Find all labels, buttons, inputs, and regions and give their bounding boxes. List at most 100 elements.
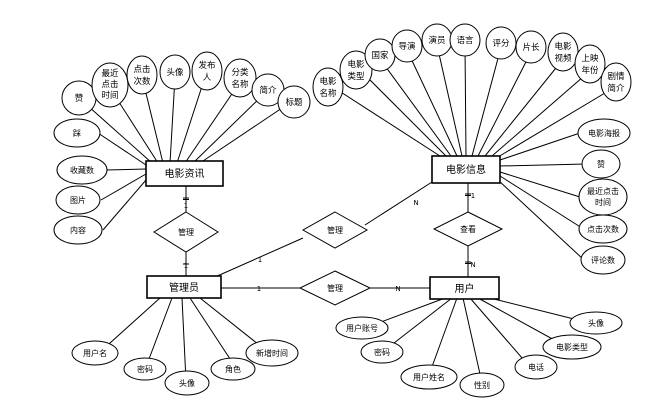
attr-user-account: 用户账号 [335,316,389,340]
svg-text:剧情: 剧情 [607,71,625,82]
attr-admin-password: 密码 [123,357,167,381]
svg-text:人: 人 [203,73,212,83]
attr-news-publisher: 发布 人 [191,51,223,91]
relation-admin-movie-label: 管理 [327,225,343,235]
attr-user-phone: 电话 [514,354,558,380]
attr-movie-click-count: 点击次数 [578,214,628,244]
entity-user-label: 用户 [455,282,475,295]
svg-text:简介: 简介 [259,85,277,96]
svg-text:踩: 踩 [73,128,81,138]
svg-text:分类: 分类 [231,67,249,78]
attr-news-content: 内容 [53,215,103,245]
attr-movie-like: 赞 [581,149,621,179]
admin-attributes: 用户名 密码 头像 角色 新增时间 [71,339,299,396]
svg-text:电话: 电话 [528,362,544,372]
entity-admin: 管理员 [146,275,222,299]
svg-text:名称: 名称 [319,88,337,99]
svg-text:收藏数: 收藏数 [70,165,94,175]
svg-text:电影: 电影 [554,41,572,52]
card-news-bottom: 1 [184,262,188,270]
attr-movie-type: 电影 类型 [339,50,373,90]
svg-text:头像: 头像 [179,378,195,388]
svg-text:图片: 图片 [70,195,86,205]
svg-text:密码: 密码 [137,364,153,374]
svg-text:次数: 次数 [133,76,151,87]
attr-admin-created-time: 新增时间 [245,339,299,367]
attr-movie-rating: 评分 [485,26,517,60]
svg-text:发布: 发布 [198,60,215,71]
svg-text:上映: 上映 [581,53,599,64]
card-movie-left: N [413,199,418,207]
attr-news-dislike: 踩 [53,118,101,148]
svg-text:性别: 性别 [474,380,490,390]
relation-user-movie: 查看 [432,211,504,247]
svg-text:头像: 头像 [166,67,184,78]
card-admin-right: 1 [258,256,262,264]
attr-news-image: 图片 [55,185,101,215]
relation-admin-user-label: 管理 [327,283,343,293]
svg-text:角色: 角色 [225,364,241,374]
svg-text:导演: 导演 [398,41,416,52]
svg-text:视频: 视频 [554,53,572,64]
attr-movie-poster: 电影海报 [577,118,631,148]
card-user-left: N [395,285,400,293]
attr-movie-actors: 演员 [421,23,453,57]
svg-text:时间: 时间 [101,90,118,101]
svg-text:头像: 头像 [588,318,604,328]
attr-movie-director: 导演 [391,29,423,63]
svg-text:新增时间: 新增时间 [256,348,288,358]
entity-movie: 电影信息 [431,155,501,184]
attr-news-last-click-time: 最近 点击 时间 [91,62,129,108]
attr-news-title: 标题 [277,85,311,119]
svg-text:电影类型: 电影类型 [556,342,588,352]
svg-text:最近: 最近 [101,68,119,79]
attr-news-avatar: 头像 [159,54,191,90]
attr-movie-video: 电影 视频 [547,32,579,72]
svg-text:用户名: 用户名 [83,348,107,358]
entity-user: 用户 [429,276,500,300]
svg-text:最近点击: 最近点击 [587,186,619,196]
svg-text:名称: 名称 [231,79,249,90]
svg-text:电影: 电影 [319,76,337,87]
attr-admin-username: 用户名 [71,340,119,366]
svg-text:点击: 点击 [133,64,150,75]
entity-admin-label: 管理员 [169,281,199,294]
svg-text:简介: 简介 [607,83,625,94]
card-movie-bottom: 1 [471,192,475,200]
entity-movie-label: 电影信息 [446,163,486,176]
card-user-top: N [470,261,475,269]
entity-news: 电影资讯 [145,160,224,187]
attr-news-category-name: 分类 名称 [223,58,257,98]
entity-news-label: 电影资讯 [165,167,205,180]
svg-text:语言: 语言 [456,35,474,46]
svg-text:电影海报: 电影海报 [588,128,620,138]
svg-text:用户账号: 用户账号 [346,323,378,333]
cardinality-labels: 1 1 1 1 N 1 N N [184,192,476,293]
attr-movie-duration: 片长 [515,30,547,64]
relation-admin-news-label: 管理 [178,227,194,237]
svg-text:点击次数: 点击次数 [587,224,619,234]
svg-text:国家: 国家 [371,50,389,61]
svg-text:赞: 赞 [597,159,605,169]
cardinality-ticks [183,193,471,265]
relation-user-movie-label: 查看 [460,224,476,234]
attr-news-intro: 简介 [251,73,285,107]
user-attributes: 用户账号 密码 用户姓名 性别 电话 电影类型 头像 [335,311,623,398]
svg-text:电影: 电影 [347,59,365,70]
attr-movie-comment-count: 评论数 [580,245,626,275]
svg-text:演员: 演员 [428,35,445,46]
attr-movie-language: 语言 [449,23,481,57]
attr-user-movie-type: 电影类型 [542,334,602,360]
relation-admin-movie: 管理 [301,211,369,249]
attr-user-avatar: 头像 [569,311,623,335]
attr-movie-plot: 剧情 简介 [600,62,632,102]
attr-user-name: 用户姓名 [400,364,458,390]
attr-news-click-count: 点击 次数 [126,55,158,95]
movie-attributes: 电影 名称 电影 类型 国家 导演 演员 语言 评分 [312,23,632,275]
attr-user-gender: 性别 [459,372,505,398]
attr-user-password: 密码 [360,340,404,364]
svg-text:评论数: 评论数 [591,255,615,265]
news-attributes: 赞 最近 点击 时间 点击 次数 头像 发布 人 分类 名称 简 [53,51,311,245]
svg-text:年份: 年份 [581,65,599,76]
svg-text:内容: 内容 [70,225,86,235]
